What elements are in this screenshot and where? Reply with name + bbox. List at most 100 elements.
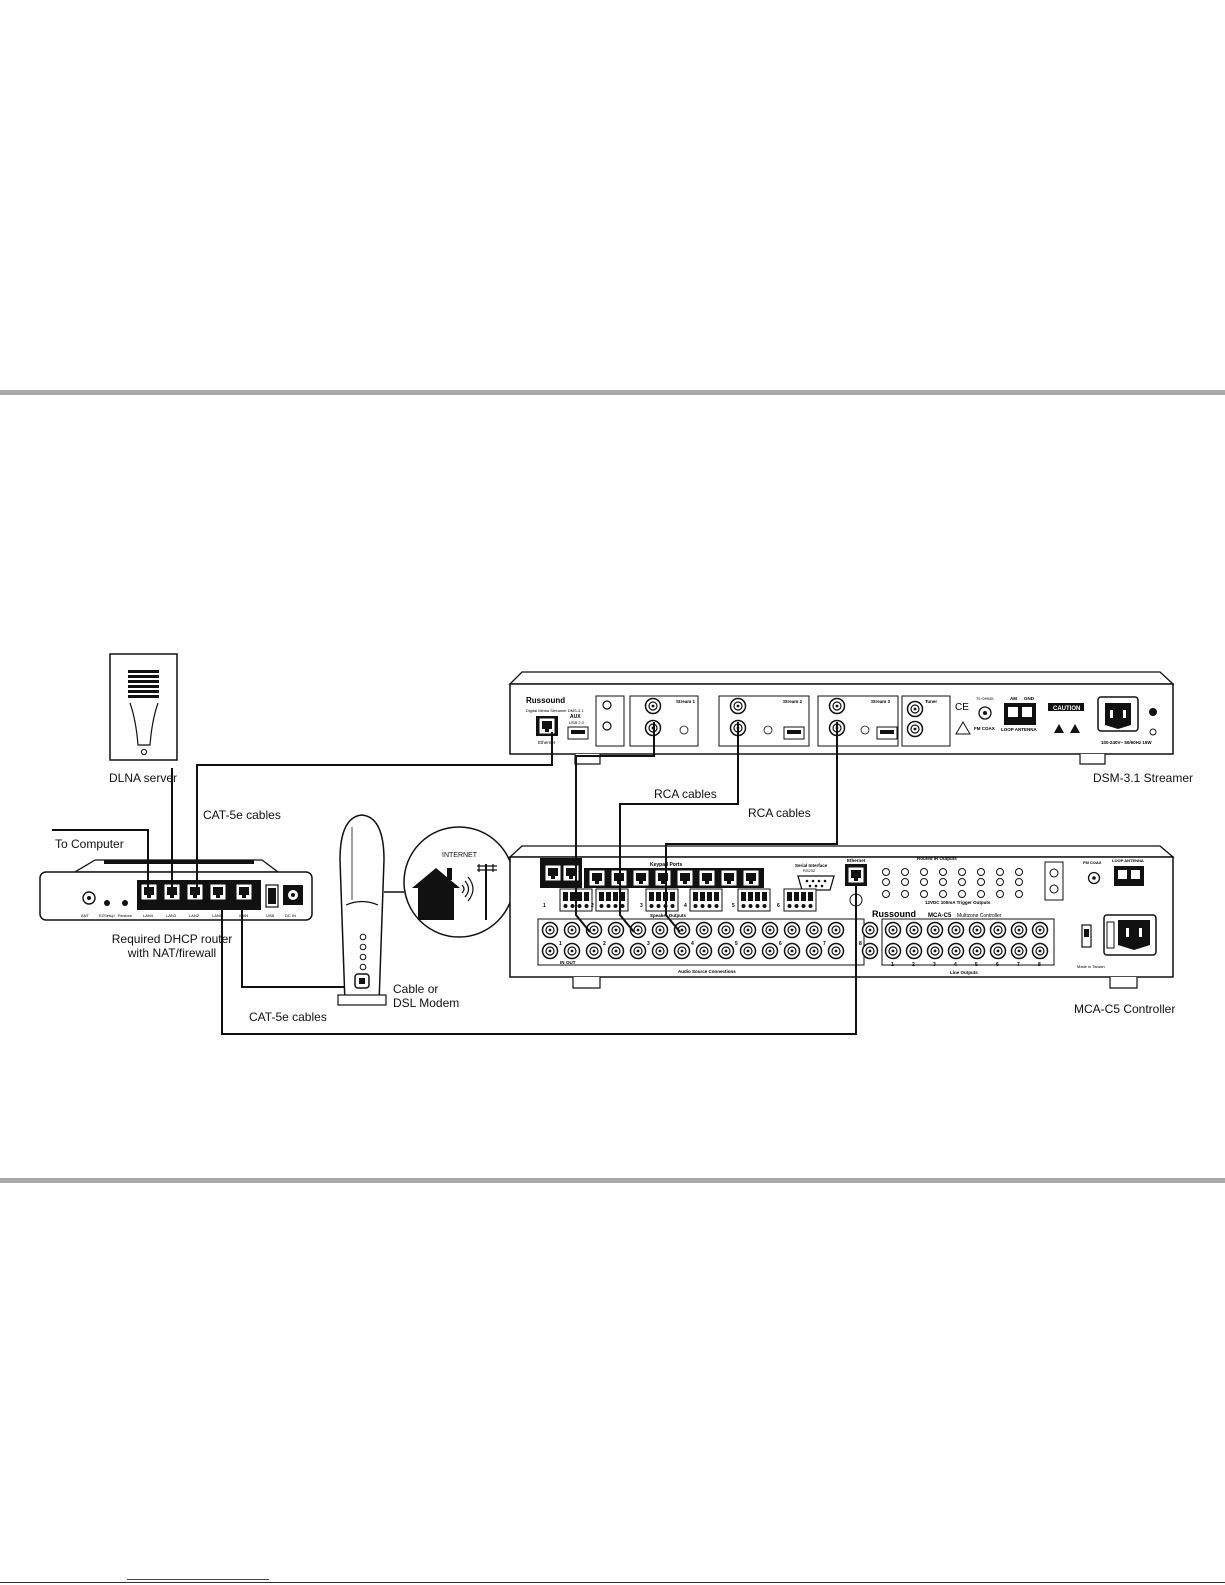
cable-router-to-dsm bbox=[196, 732, 553, 890]
cat5e-bottom-label: CAT-5e cables bbox=[249, 1010, 327, 1024]
mca-speaker-terminal-6 bbox=[783, 888, 817, 912]
modem-base bbox=[337, 994, 387, 1006]
mca-brand-logo: Russound bbox=[872, 909, 916, 919]
modem-label-line2: DSL Modem bbox=[393, 996, 460, 1010]
router-label-line1: Required DHCP router bbox=[111, 932, 233, 946]
dsm-warning-icon-2 bbox=[1070, 724, 1080, 733]
router-lan2-port bbox=[186, 883, 204, 901]
modem-label: Cable or DSL Modem bbox=[393, 982, 459, 1010]
mca-speaker-terminal-3 bbox=[645, 888, 679, 912]
dsm-stream2-left-rca bbox=[729, 697, 747, 715]
modem-led-4 bbox=[359, 963, 367, 971]
internet-bubble bbox=[384, 826, 515, 938]
dlna-server-label: DLNA server bbox=[109, 771, 178, 785]
mca-keypad-port-4 bbox=[654, 869, 672, 887]
dsm-power-label: 100-240V~ 50/60Hz 15W bbox=[1101, 740, 1152, 745]
top-divider bbox=[0, 390, 1225, 395]
dsm-cert-icon bbox=[955, 721, 971, 735]
dsm-warning-icon-1 bbox=[1054, 724, 1064, 733]
router-lan1-label: LAN1 bbox=[212, 913, 223, 918]
modem bbox=[337, 814, 387, 1006]
modem-led-2 bbox=[359, 943, 367, 951]
mca-audio-source-label: Audio Source Connections bbox=[678, 969, 736, 974]
mca-zone-number: 3 bbox=[640, 903, 643, 909]
mca-keypad-port-1 bbox=[588, 869, 606, 887]
dsm-fm-coax-label: FM COAX bbox=[974, 726, 995, 731]
mca-source-number: 8 bbox=[859, 941, 862, 947]
dsm-caption: DSM-3.1 Streamer bbox=[1093, 771, 1194, 785]
mca-keypad-port-8 bbox=[742, 869, 760, 887]
dsm-am-label: AM bbox=[1010, 696, 1017, 701]
mca-line-number: 3 bbox=[933, 962, 936, 968]
internet-label: INTERNET bbox=[442, 852, 477, 859]
mca-zone-number: 4 bbox=[684, 903, 687, 909]
dsm-aux-label: AUX bbox=[570, 714, 581, 720]
dsm-ethernet-label: Ethernet bbox=[538, 740, 556, 745]
dsm-tuner-label: Tuner bbox=[925, 699, 937, 704]
mca-line-outputs bbox=[881, 918, 1055, 966]
mca-keypad-port-6 bbox=[698, 869, 716, 887]
mca-source-inputs bbox=[537, 918, 879, 966]
router-label-line2: with NAT/firewall bbox=[127, 946, 217, 960]
cables bbox=[52, 722, 857, 1035]
rca-cable-stream1 bbox=[575, 722, 655, 933]
mca-keypad-port-3 bbox=[632, 869, 650, 887]
mca-serial-port bbox=[797, 875, 835, 891]
router-wan-label: WAN bbox=[239, 913, 248, 918]
rca-cables-label-2: RCA cables bbox=[748, 806, 811, 820]
mca-trigger-outputs-label: 12VDC 100mA Trigger Outputs bbox=[925, 900, 991, 905]
router-dc-label: DC IN bbox=[285, 913, 296, 918]
dsm-tuner-right-rca bbox=[906, 720, 924, 738]
dlna-power-led bbox=[140, 748, 148, 756]
router-lan4-label: LAN4 bbox=[143, 913, 154, 918]
dsm-trigger-jack bbox=[602, 721, 612, 731]
dsm-stream1-left-rca bbox=[644, 697, 662, 715]
cable-router-to-mca bbox=[221, 886, 857, 1035]
dsm-ethernet-port bbox=[538, 717, 556, 735]
dsm-gnd-label: GND bbox=[1024, 696, 1035, 701]
mca-line-number: 4 bbox=[954, 962, 957, 968]
dsm-tuner-panel: Tuner bbox=[901, 695, 951, 747]
house-icon bbox=[412, 868, 460, 920]
mca-source-number: 7 bbox=[823, 941, 826, 947]
dsm-caution-label: CAUTION bbox=[1053, 706, 1080, 712]
mca-zone-number: 5 bbox=[732, 903, 735, 909]
dsm-aux-usb-port bbox=[567, 726, 589, 740]
to-computer-label: To Computer bbox=[55, 837, 124, 851]
router-reset-button bbox=[122, 900, 128, 906]
mca-loop-antenna-label: LOOP ANTENNA bbox=[1112, 858, 1144, 863]
mca-source-number: 2 bbox=[603, 941, 606, 947]
router-lan2-label: LAN2 bbox=[189, 913, 200, 918]
dsm-stream3-label: Stream 3 bbox=[871, 699, 891, 704]
mca-speaker-terminal-5 bbox=[737, 888, 771, 912]
bottom-divider bbox=[0, 1178, 1225, 1183]
router-wan-port bbox=[235, 883, 253, 901]
mca-routed-ir-label: Routed IR Outputs bbox=[917, 856, 957, 861]
mca-speaker-terminal-4 bbox=[689, 888, 723, 912]
mca-line-number: 7 bbox=[1017, 962, 1020, 968]
mca-zone-number: 6 bbox=[777, 903, 780, 909]
mca-caption: MCA-C5 Controller bbox=[1074, 1002, 1176, 1016]
mca-serial-label: Serial Interface bbox=[795, 863, 828, 868]
mca-source-number: 5 bbox=[735, 941, 738, 947]
router-reset-label: Restore bbox=[118, 913, 133, 918]
dsm-brand-logo: Russound bbox=[526, 696, 565, 705]
footer-link-underline bbox=[127, 1579, 269, 1580]
modem-led-3 bbox=[359, 953, 367, 961]
mca-rnet-port-1 bbox=[544, 864, 562, 882]
router-usb-label: USB bbox=[266, 913, 275, 918]
mca-trigger-in-jack bbox=[1049, 868, 1059, 878]
wifi-waves-icon bbox=[461, 876, 474, 902]
mca-controller: Keypad Ports Serial Interface RS232 Ethe… bbox=[508, 845, 1175, 989]
cable-to-computer bbox=[52, 829, 149, 890]
router-label: Required DHCP router with NAT/firewall bbox=[72, 932, 272, 960]
mca-line-number: 8 bbox=[1038, 962, 1041, 968]
mca-zone-number: 2 bbox=[591, 903, 594, 909]
mca-out-label: OUT bbox=[566, 960, 576, 965]
dlna-server-vent bbox=[128, 670, 159, 698]
mca-keypad-port-7 bbox=[720, 869, 738, 887]
rca-cable-stream3 bbox=[665, 722, 838, 933]
mca-model-desc-label: Multizone Controller bbox=[957, 913, 1002, 919]
dsm-model-text: Digital Media Streamer DMS-3.1 bbox=[526, 708, 584, 713]
